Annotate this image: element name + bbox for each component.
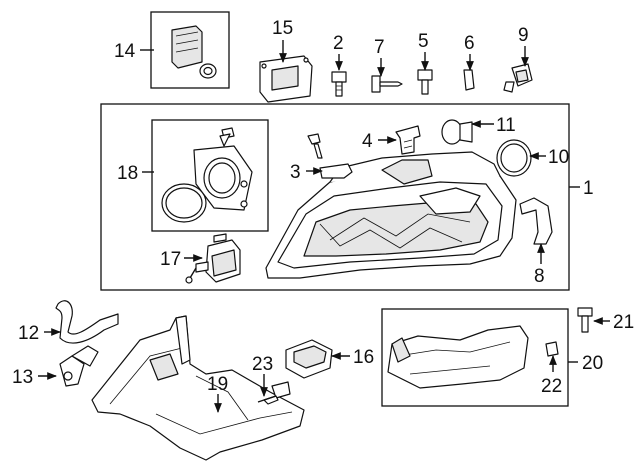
part-3-screw	[307, 133, 323, 159]
callout-11: 11	[496, 115, 516, 136]
callout-16: 16	[353, 347, 374, 368]
callout-20: 20	[582, 353, 603, 374]
callout-14: 14	[114, 41, 136, 62]
callout-19: 19	[207, 374, 228, 395]
callout-2: 2	[333, 33, 344, 54]
part-16-module	[285, 339, 333, 379]
callout-22: 22	[541, 376, 562, 397]
lower-bracket-box	[381, 308, 569, 407]
part-11-bulb	[441, 119, 473, 145]
callout-9: 9	[518, 25, 529, 46]
part-7-screw	[371, 75, 403, 93]
headlamp-assembly-box	[100, 103, 570, 291]
part-15-ballast	[259, 55, 313, 103]
callout-8: 8	[534, 266, 545, 287]
callout-23: 23	[252, 354, 273, 375]
callout-17: 17	[160, 249, 181, 270]
callout-21: 21	[613, 312, 634, 333]
part-13-grommet	[59, 345, 99, 387]
part-22-clip	[545, 341, 559, 357]
part-4-socket	[395, 125, 421, 155]
callout-4: 4	[362, 131, 373, 152]
callout-3: 3	[290, 162, 301, 183]
part-19-bracket	[91, 315, 305, 461]
callout-12: 12	[18, 323, 39, 344]
part-5-bolt	[417, 69, 433, 95]
gasket-kit-box	[151, 119, 269, 232]
callout-13: 13	[12, 367, 33, 388]
part-17-leveling-motor	[185, 233, 241, 284]
part-14-control-module	[171, 25, 217, 79]
part-10-cap	[496, 139, 532, 177]
part-21-bolt	[577, 307, 593, 333]
part-18-gasket-kit	[161, 127, 253, 223]
part-9-socket	[503, 63, 533, 93]
callout-15: 15	[272, 18, 293, 39]
part-3-bracket	[319, 163, 353, 179]
part-23-bolt	[257, 381, 291, 405]
part-6-clip	[463, 69, 475, 91]
callout-10: 10	[548, 147, 569, 168]
callout-1: 1	[583, 178, 594, 199]
callout-18: 18	[117, 163, 138, 184]
part-20-bracket	[387, 325, 529, 389]
callout-5: 5	[418, 31, 429, 52]
part-12-hose	[55, 300, 119, 344]
part-8-wiring	[519, 197, 553, 245]
callout-7: 7	[374, 37, 385, 58]
part-1-headlamp	[265, 151, 517, 279]
part-2-bolt	[331, 71, 347, 97]
callout-6: 6	[464, 33, 475, 54]
